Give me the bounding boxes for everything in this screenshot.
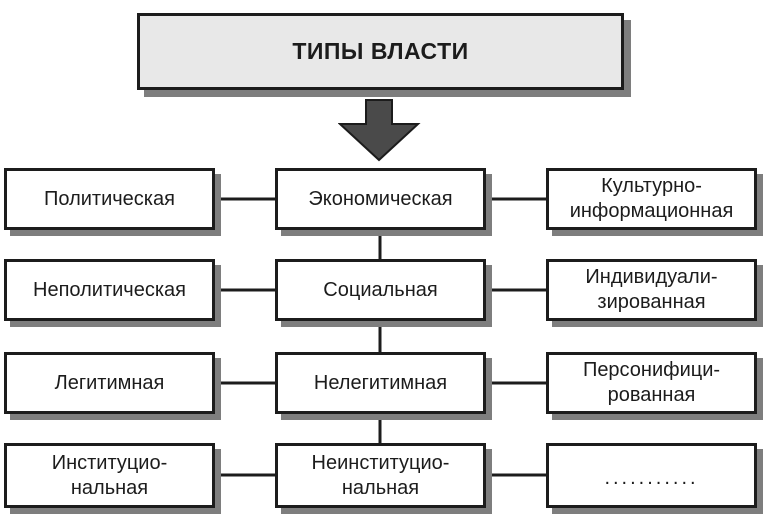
down-arrow-icon <box>338 99 421 162</box>
node-label: Нелегитимная <box>313 371 448 394</box>
node-label: Институцио- нальная <box>51 451 168 499</box>
type-node-individualized: Индивидуали- зированная <box>546 259 757 321</box>
type-node-illegitimate: Нелегитимная <box>275 352 486 414</box>
type-node-cultural-informational: Культурно- информационная <box>546 168 757 230</box>
node-label: Легитимная <box>54 371 165 394</box>
node-label: Политическая <box>44 187 175 210</box>
node-label: Культурно- информационная <box>569 175 734 222</box>
node-label: Персонифици- рованная <box>582 359 721 406</box>
node-label: Социальная <box>323 278 438 301</box>
type-node-legitimate: Легитимная <box>4 352 215 414</box>
type-node-institutional: Институцио- нальная <box>4 443 215 508</box>
type-node-placeholder: ........... <box>546 443 757 508</box>
title-box: ТИПЫ ВЛАСТИ <box>137 13 624 90</box>
type-node-personified: Персонифици- рованная <box>546 352 757 414</box>
node-label: Индивидуали- зированная <box>585 266 718 313</box>
type-node-social: Социальная <box>275 259 486 321</box>
type-node-noninstitutional: Неинституцио- нальная <box>275 443 486 508</box>
type-node-political: Политическая <box>4 168 215 230</box>
type-node-economic: Экономическая <box>275 168 486 230</box>
type-node-nonpolitical: Неполитическая <box>4 259 215 321</box>
placeholder-dots: ........... <box>604 467 699 489</box>
node-label: Неинституцио- нальная <box>311 451 450 499</box>
node-label: Неполитическая <box>33 278 186 301</box>
diagram-title: ТИПЫ ВЛАСТИ <box>292 38 469 64</box>
node-label: Экономическая <box>308 187 453 210</box>
